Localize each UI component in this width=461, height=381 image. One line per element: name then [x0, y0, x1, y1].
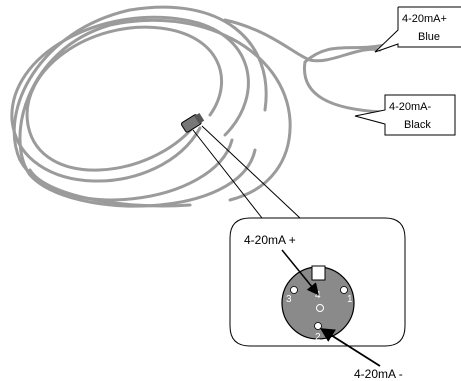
pin-1-number: 1	[347, 294, 353, 305]
pin-1	[340, 286, 348, 294]
pin-3	[290, 286, 298, 294]
minus-arrow	[319, 328, 381, 367]
zoom-callout-lines	[192, 125, 301, 219]
black-label-callout	[354, 94, 456, 136]
blue-signal-label: 4-20mA+	[402, 13, 447, 25]
black-color-label: Black	[404, 119, 431, 131]
black-wire	[302, 60, 387, 114]
pin-2	[314, 322, 322, 330]
connector-key-notch	[311, 265, 326, 281]
blue-wire	[303, 43, 387, 64]
pin-4-center	[316, 304, 324, 312]
cable-coil	[10, 5, 382, 208]
connector-minus-label: 4-20mA -	[354, 367, 403, 381]
blue-color-label: Blue	[418, 31, 440, 43]
connector-plus-label: 4-20mA +	[244, 233, 296, 247]
plus-arrow	[281, 249, 319, 296]
breakout-wires	[302, 43, 387, 114]
connector-face	[281, 265, 355, 340]
pin-2-number: 2	[315, 332, 321, 343]
blue-label-callout	[374, 6, 461, 53]
cable-connector	[180, 113, 205, 133]
black-signal-label: 4-20mA-	[389, 101, 432, 113]
pin-4-number: 4	[315, 290, 321, 301]
pin-3-number: 3	[286, 294, 292, 305]
